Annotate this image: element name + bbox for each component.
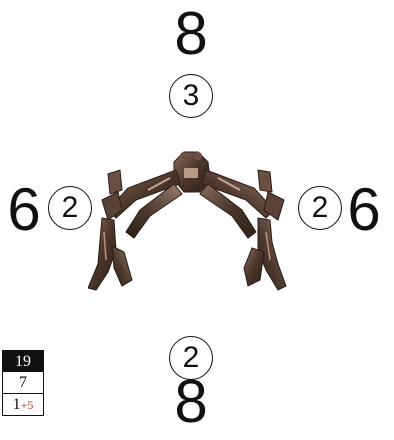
stat-row-3-bonus: +5: [21, 398, 34, 412]
stat-row-2: 7: [3, 372, 43, 394]
left-cost-badge: 2: [48, 186, 92, 230]
left-value: 6: [6, 180, 42, 240]
bottom-value: 8: [166, 372, 216, 432]
stats-box: 19 7 1+5: [2, 350, 44, 416]
top-cost-badge: 3: [169, 74, 213, 118]
right-value: 6: [346, 180, 382, 240]
top-value: 8: [166, 4, 216, 64]
mech-walker-icon: [88, 140, 300, 310]
stat-row-3: 1+5: [3, 394, 43, 415]
right-cost-badge: 2: [298, 186, 342, 230]
stat-row-3-value: 1: [13, 396, 21, 413]
stat-row-1: 19: [3, 351, 43, 372]
